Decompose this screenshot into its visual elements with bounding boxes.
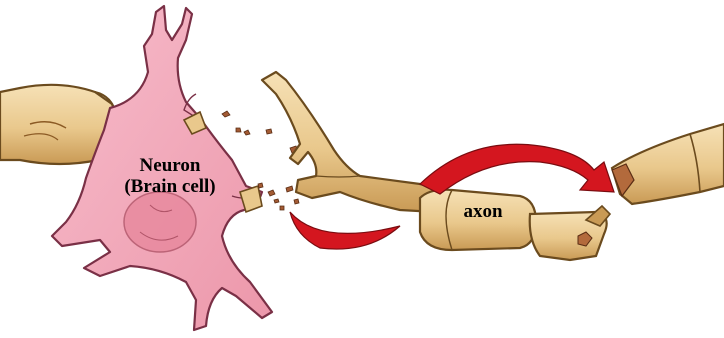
red-arrow-right [420, 144, 614, 194]
right-axon-segment [612, 124, 724, 204]
red-arrow-sweep [290, 212, 400, 249]
neuron-label: Neuron [115, 155, 225, 177]
axon-label: axon [452, 201, 514, 223]
axon-segment-broken-end [530, 206, 610, 260]
brain-cell-label: (Brain cell) [101, 176, 239, 198]
